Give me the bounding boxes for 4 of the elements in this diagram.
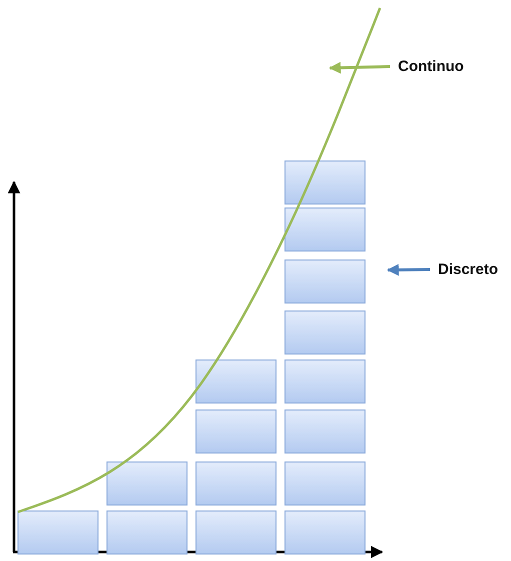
callout-text: Continuo xyxy=(398,58,464,75)
callout-text: Discreto xyxy=(438,261,498,278)
arrow xyxy=(328,62,390,74)
arrow xyxy=(386,264,430,276)
